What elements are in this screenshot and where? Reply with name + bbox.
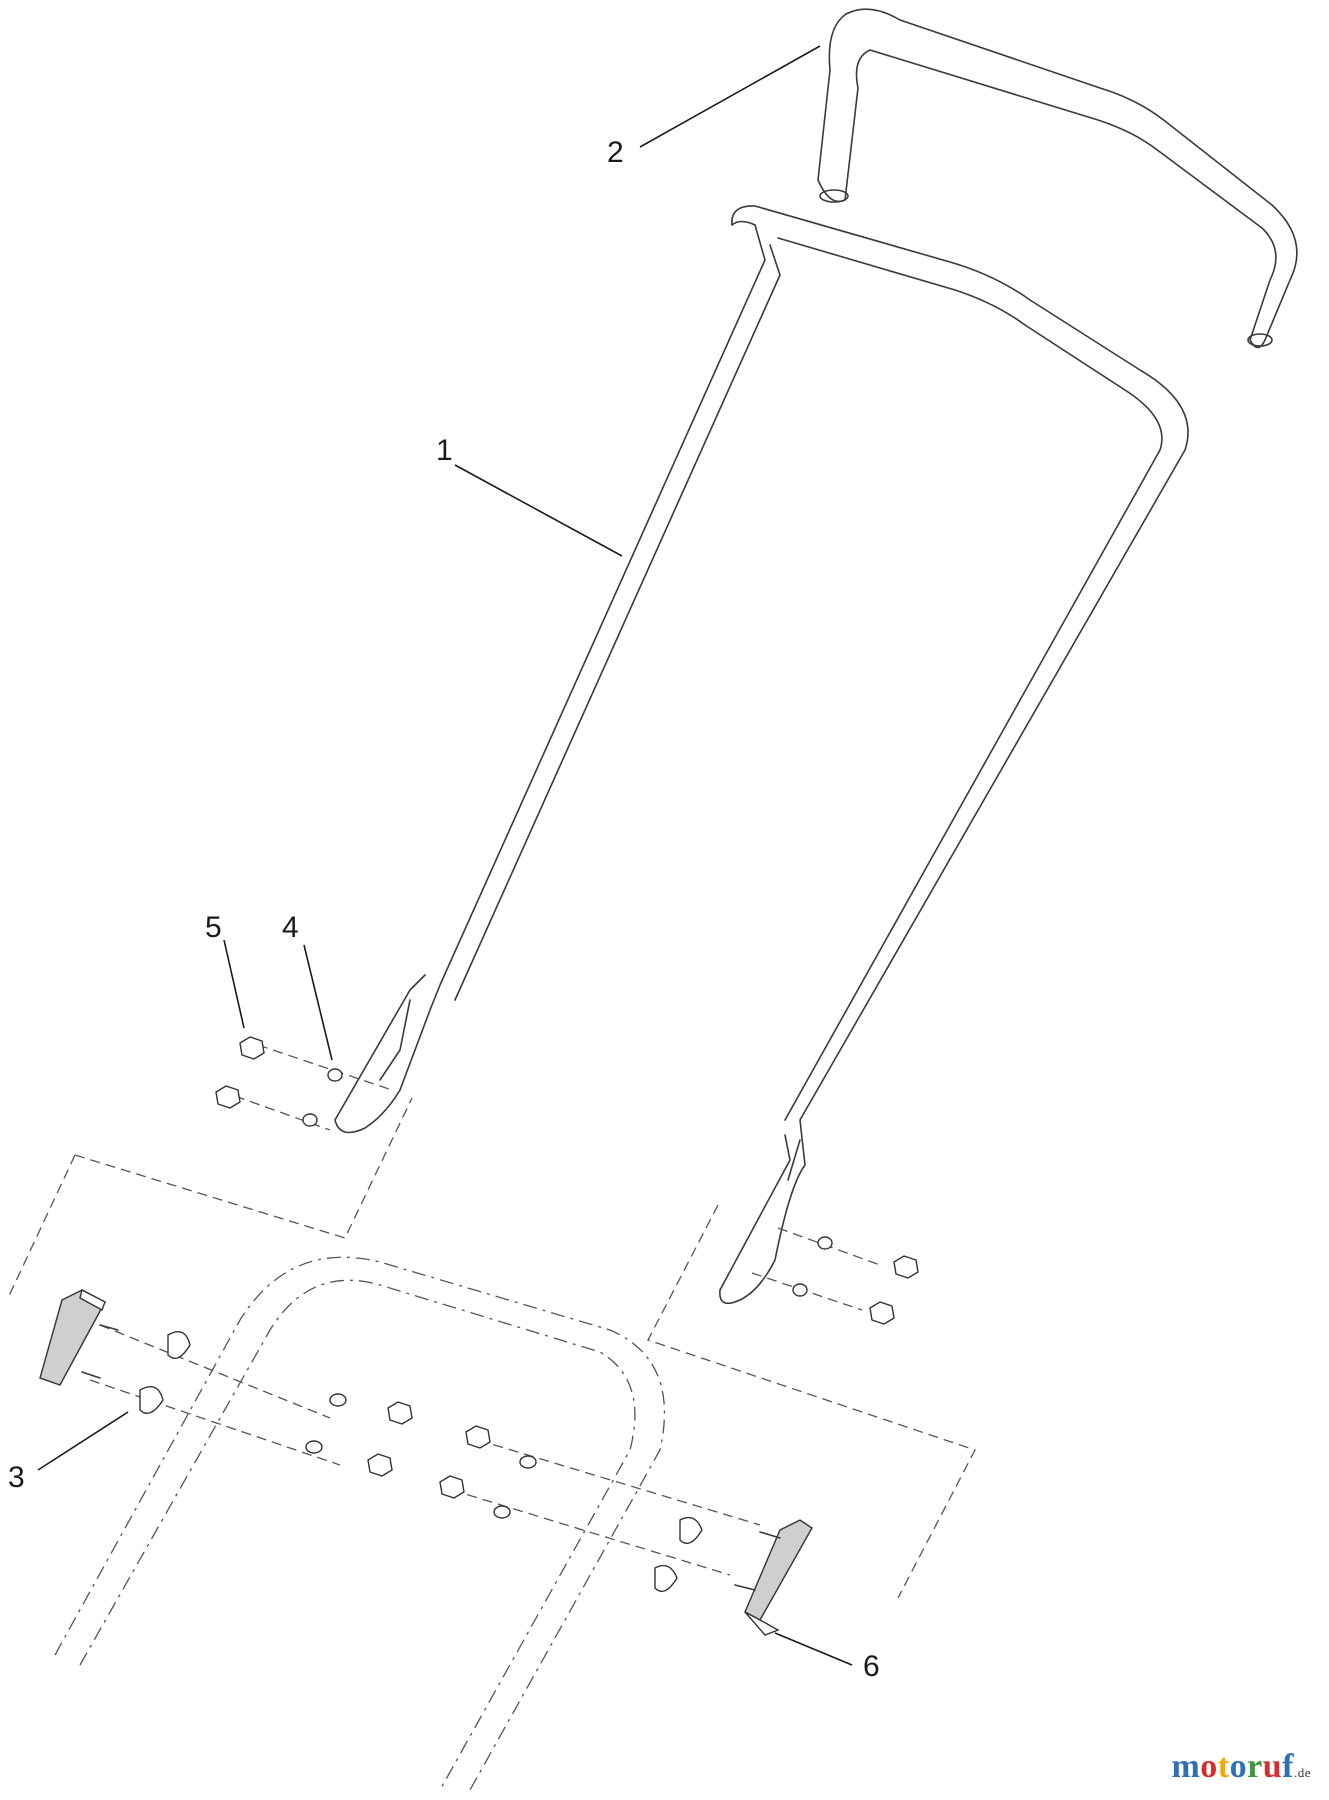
- watermark-suffix: .de: [1293, 1765, 1311, 1780]
- watermark-letter: t: [1217, 1748, 1230, 1785]
- left-hardware-group: [39, 1036, 413, 1477]
- mower-deck-frame: [54, 1256, 666, 1791]
- watermark-letter: m: [1171, 1748, 1201, 1785]
- watermark-letter: o: [1229, 1748, 1248, 1785]
- leader-lines: [37, 45, 853, 1666]
- main-handle-part: [334, 205, 1189, 1305]
- upper-handle-part: [817, 8, 1298, 349]
- watermark-letter: u: [1262, 1748, 1283, 1785]
- leader-2: [639, 45, 821, 148]
- watermark-letter: r: [1247, 1748, 1263, 1785]
- callout-2: 2: [607, 136, 624, 169]
- watermark-letters: motoruf: [1171, 1748, 1294, 1785]
- callout-4: 4: [282, 911, 299, 944]
- right-hardware-group: [439, 1227, 919, 1636]
- leader-1: [454, 464, 623, 557]
- mounting-plane-left: [7, 1097, 413, 1299]
- watermark-letter: o: [1200, 1748, 1218, 1785]
- callout-3: 3: [8, 1461, 25, 1494]
- watermark-letter: f: [1282, 1748, 1294, 1785]
- motoruf-watermark-logo: motoruf.de: [1171, 1748, 1311, 1786]
- leader-6: [774, 1632, 853, 1666]
- leader-4: [303, 944, 333, 1061]
- leader-3: [37, 1411, 129, 1471]
- leader-5: [223, 939, 245, 1029]
- callout-5: 5: [205, 911, 222, 944]
- callout-6: 6: [863, 1650, 880, 1683]
- callout-1: 1: [436, 434, 453, 467]
- mounting-plane-right: [647, 1204, 976, 1599]
